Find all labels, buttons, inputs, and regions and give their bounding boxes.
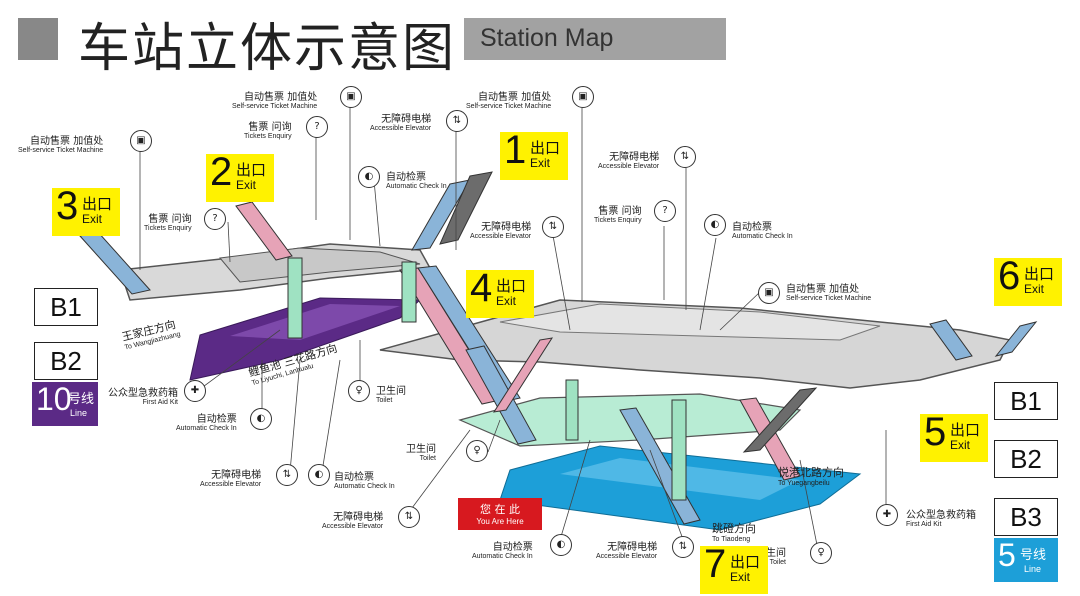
ticket-machine-icon: ▣ — [340, 86, 362, 108]
direction-yuegangbeilu: 悦港北路方向 To Yuegangbeilu — [778, 466, 844, 487]
level-b1-left: B1 — [34, 288, 98, 326]
check-in-icon: ◐ — [250, 408, 272, 430]
you-are-here-marker: 您 在 此 You Are Here — [458, 498, 542, 530]
line-5-badge: 5 号线 Line — [994, 537, 1058, 582]
ticket-machine-icon: ▣ — [758, 282, 780, 304]
exit-2-sign: 2 出口 Exit — [206, 150, 274, 202]
callout-enquiry-2: 售票 问询 Tickets Enquiry — [144, 214, 192, 232]
elevator-icon: ⇅ — [398, 506, 420, 528]
callout-tvm-3: 自动售票 加值处 Self-service Ticket Machine — [466, 92, 552, 110]
callout-toilet-3: 卫生间 Toilet — [756, 548, 786, 566]
exit-3-sign: 3 出口 Exit — [52, 184, 120, 236]
line-10-badge: 10 号线 Line — [32, 381, 98, 426]
callout-tvm-1: 自动售票 加值处 Self-service Ticket Machine — [18, 136, 104, 154]
toilet-icon: ♀ — [810, 542, 832, 564]
ticket-machine-icon: ▣ — [572, 86, 594, 108]
elevator-icon: ⇅ — [674, 146, 696, 168]
level-b3-right: B3 — [994, 498, 1058, 536]
direction-tiaodeng: 跳磴方向 To Tiaodeng — [712, 522, 756, 543]
callout-checkin-3: 自动检票 Automatic Check In — [176, 414, 237, 432]
left-upper-slab — [219, 247, 421, 283]
callout-elevator-5: 无障碍电梯 Accessible Elevator — [322, 512, 384, 530]
level-b2-left: B2 — [34, 342, 98, 380]
callout-tvm-2: 自动售票 加值处 Self-service Ticket Machine — [232, 92, 318, 110]
callout-elevator-3: 无障碍电梯 Accessible Elevator — [598, 152, 660, 170]
columns — [287, 257, 687, 501]
callout-elevator-4: 无障碍电梯 Accessible Elevator — [200, 470, 262, 488]
page-title: 车站立体示意图 — [78, 19, 457, 79]
exit-6-sign: 6 出口 Exit — [994, 254, 1062, 306]
level-b1-right: B1 — [994, 382, 1058, 420]
callout-enquiry-1: 售票 问询 Tickets Enquiry — [244, 122, 292, 140]
exit-5-sign: 5 出口 Exit — [920, 410, 988, 462]
elevator-icon: ⇅ — [542, 216, 564, 238]
header-block — [18, 18, 58, 60]
title-en-box: Station Map — [464, 18, 726, 60]
callout-elevator-2: 无障碍电梯 Accessible Elevator — [470, 222, 532, 240]
check-in-icon: ◐ — [550, 534, 572, 556]
first-aid-icon: ✚ — [184, 380, 206, 402]
callout-lines — [139, 106, 887, 551]
exit-7-sign: 7 出口 Exit — [700, 542, 768, 594]
exit-4-sign: 4 出口 Exit — [466, 266, 534, 318]
check-in-icon: ◐ — [358, 166, 380, 188]
level-b2-right: B2 — [994, 440, 1058, 478]
callout-tvm-4: 自动售票 加值处 Self-service Ticket Machine — [786, 284, 872, 302]
check-in-icon: ◐ — [308, 464, 330, 486]
callout-checkin-2: 自动检票 Automatic Check In — [732, 222, 793, 240]
right-concourse-rear — [499, 303, 881, 341]
callout-elevator-6: 无障碍电梯 Accessible Elevator — [596, 542, 658, 560]
page-subtitle: Station Map — [480, 24, 614, 52]
callout-toilet-1: 卫生间 Toilet — [376, 386, 406, 404]
callout-checkin-1: 自动检票 Automatic Check In — [386, 172, 447, 190]
check-in-icon: ◐ — [704, 214, 726, 236]
callout-toilet-2: 卫生间 Toilet — [406, 444, 436, 462]
exit-1-sign: 1 出口 Exit — [500, 128, 568, 180]
callout-checkin-5: 自动检票 Automatic Check In — [472, 542, 533, 560]
callout-checkin-4: 自动检票 Automatic Check In — [334, 472, 395, 490]
callout-firstaid-2: 公众型急救药箱 First Aid Kit — [906, 510, 976, 528]
ticket-machine-icon: ▣ — [130, 130, 152, 152]
enquiry-icon: ? — [204, 208, 226, 230]
enquiry-icon: ? — [306, 116, 328, 138]
callout-enquiry-3: 售票 问询 Tickets Enquiry — [594, 206, 642, 224]
first-aid-icon: ✚ — [876, 504, 898, 526]
callout-elevator-1: 无障碍电梯 Accessible Elevator — [370, 114, 432, 132]
callout-firstaid-1: 公众型急救药箱 First Aid Kit — [108, 388, 178, 406]
elevator-icon: ⇅ — [672, 536, 694, 558]
enquiry-icon: ? — [654, 200, 676, 222]
toilet-icon: ♀ — [348, 380, 370, 402]
line10-platform-strip — [230, 304, 400, 340]
elevator-icon: ⇅ — [276, 464, 298, 486]
toilet-icon: ♀ — [466, 440, 488, 462]
elevator-icon: ⇅ — [446, 110, 468, 132]
